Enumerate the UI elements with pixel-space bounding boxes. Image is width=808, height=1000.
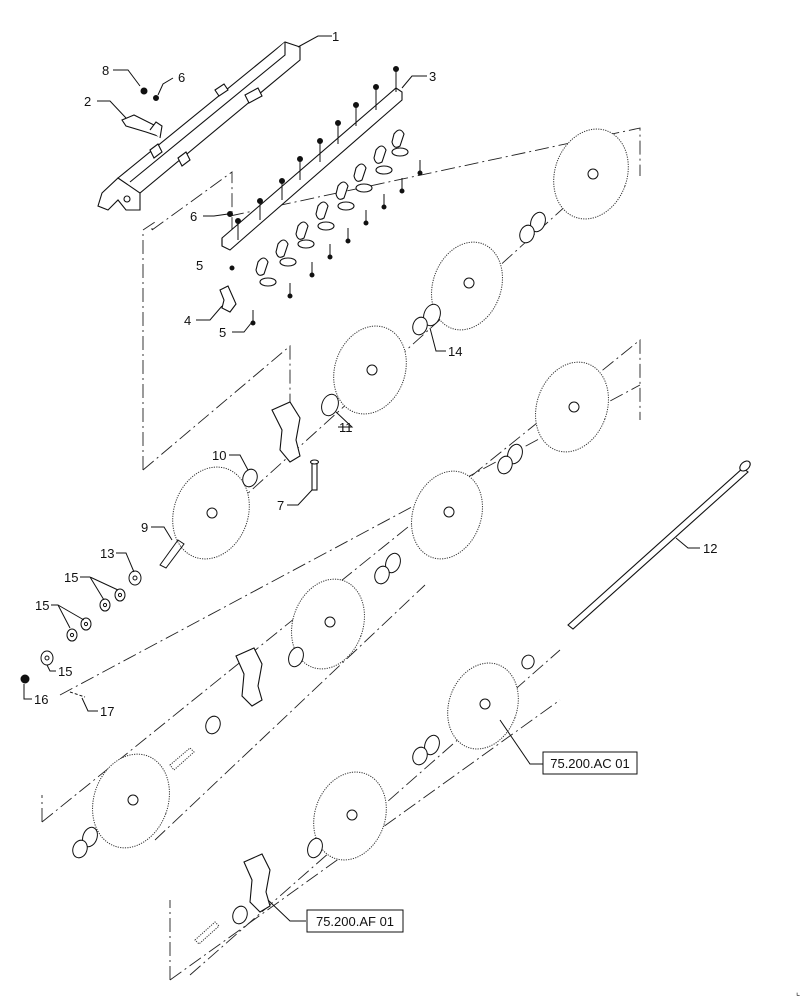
leader-lines [23, 35, 700, 922]
bolts-bottom [227, 160, 423, 326]
callout-17: 17 [100, 704, 114, 719]
callout-5b: 5 [219, 325, 226, 340]
reference-box-af[interactable]: 75.200.AF 01 [306, 909, 404, 933]
bolt-7 [309, 459, 320, 491]
callout-2: 2 [84, 94, 91, 109]
shanks [255, 129, 409, 287]
callout-16: 16 [34, 692, 48, 707]
callout-8: 8 [102, 63, 109, 78]
callout-7: 7 [277, 498, 284, 513]
discs [92, 128, 629, 861]
callout-10: 10 [212, 448, 226, 463]
bolt-head [153, 95, 159, 101]
reference-ac-label: 75.200.AC 01 [550, 756, 630, 771]
bearing-hubs [72, 211, 546, 925]
callout-12: 12 [703, 541, 717, 556]
callout-15b: 15 [35, 598, 49, 613]
bracket [121, 114, 163, 139]
bearing-brackets [235, 401, 301, 913]
nut [140, 87, 148, 95]
callout-4: 4 [184, 313, 191, 328]
callout-13: 13 [100, 546, 114, 561]
callout-6a: 6 [178, 70, 185, 85]
reference-af-label: 75.200.AF 01 [316, 914, 394, 929]
spacers [159, 539, 220, 945]
corner-mark: ⌞ [796, 987, 800, 997]
reference-box-ac[interactable]: 75.200.AC 01 [542, 751, 638, 775]
callout-15a: 15 [64, 570, 78, 585]
callout-1: 1 [332, 29, 339, 44]
pin-17 [69, 691, 86, 698]
bolts-top [235, 66, 399, 240]
callout-5a: 5 [196, 258, 203, 273]
washers [20, 570, 142, 684]
callout-11: 11 [339, 420, 353, 435]
callout-labels: 1 2 3 4 5 5 6 6 7 8 9 10 11 12 13 14 15 … [34, 29, 717, 719]
scraper [219, 285, 237, 313]
callout-9: 9 [141, 520, 148, 535]
frame-bar [97, 41, 301, 211]
callout-15c: 15 [58, 664, 72, 679]
shaft-12 [567, 460, 751, 630]
callout-6b: 6 [190, 209, 197, 224]
callout-3: 3 [429, 69, 436, 84]
callout-14: 14 [448, 344, 462, 359]
shank-bar [221, 87, 403, 251]
